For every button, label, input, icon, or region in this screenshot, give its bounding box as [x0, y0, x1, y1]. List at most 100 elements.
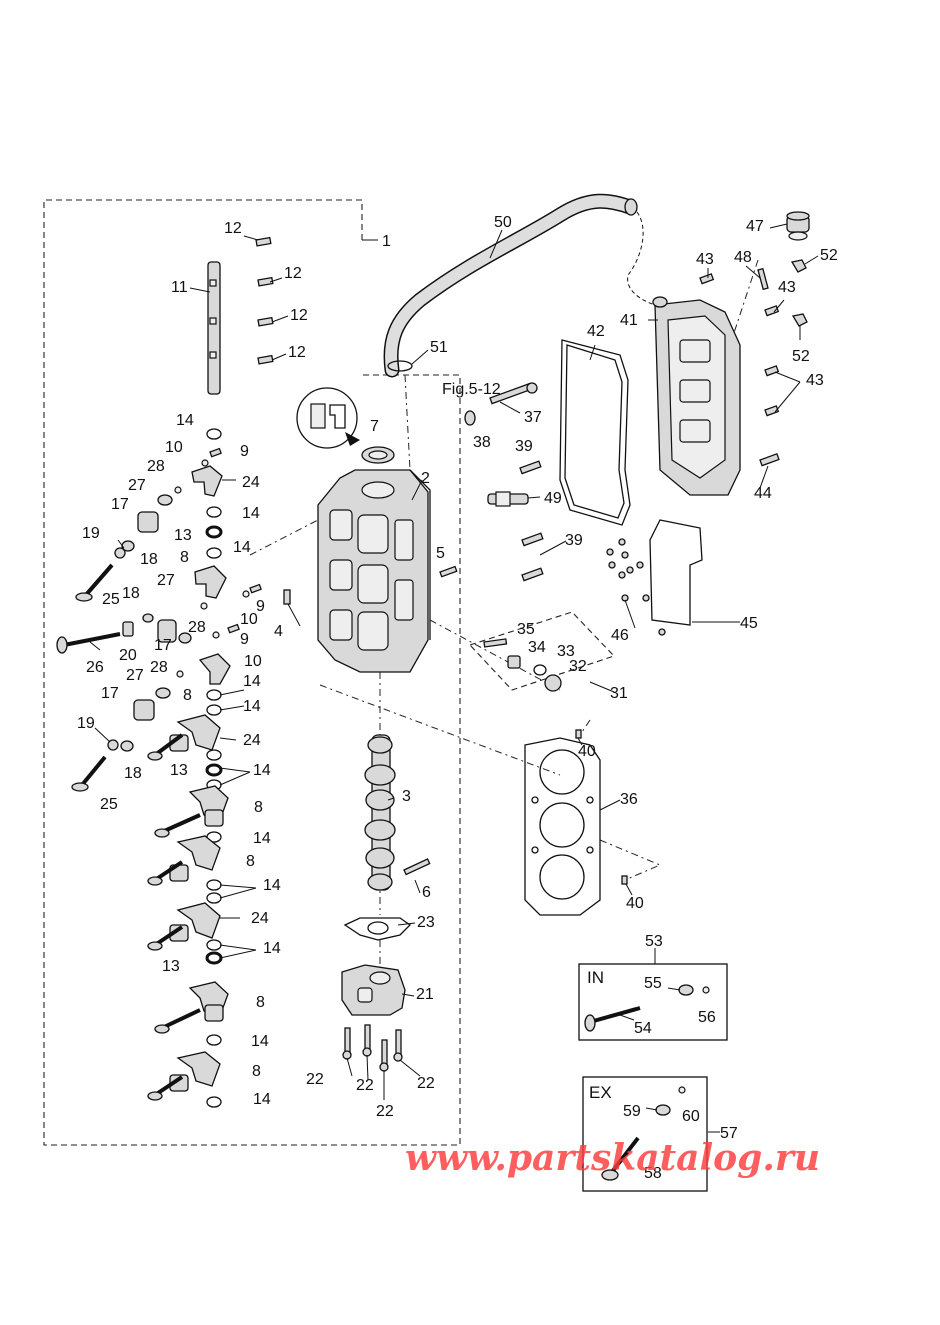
callout-c14k: 14	[253, 1091, 271, 1108]
callout-c43c: 43	[806, 372, 824, 389]
callout-c8d: 8	[246, 853, 255, 870]
cylinder-head-assembly-boundary	[43, 199, 461, 1146]
callout-c10b: 10	[240, 611, 258, 628]
callout-c37: 37	[524, 409, 542, 426]
oil-pump-gasket	[343, 917, 412, 941]
callout-c11: 11	[171, 279, 188, 296]
callout-c4: 4	[274, 623, 283, 640]
callout-c18b: 18	[122, 585, 140, 602]
callout-c14i: 14	[263, 940, 281, 957]
callout-c28a: 28	[147, 458, 165, 475]
callout-c14d: 14	[243, 673, 261, 690]
callout-c18a: 18	[140, 551, 158, 568]
callout-c24b: 24	[243, 732, 261, 749]
small-screws	[606, 538, 666, 636]
callout-c53: 53	[645, 933, 663, 950]
callout-c8f: 8	[252, 1063, 261, 1080]
callout-c50: 50	[494, 214, 512, 231]
callout-c14g: 14	[253, 830, 271, 847]
callout-c20: 20	[119, 647, 137, 664]
callout-c49: 49	[544, 490, 562, 507]
callout-c48: 48	[734, 249, 752, 266]
callout-c59: 59	[623, 1103, 641, 1120]
callout-c8c: 8	[254, 799, 263, 816]
callout-c47: 47	[746, 218, 764, 235]
callout-c8e: 8	[256, 994, 265, 1011]
callout-c25b: 25	[100, 796, 118, 813]
callout-c17a: 17	[111, 496, 129, 513]
callout-c22d: 22	[417, 1075, 435, 1092]
hose-clamp	[387, 360, 413, 372]
callout-c56: 56	[698, 1009, 716, 1026]
watermark: www.partskatalog.ru	[405, 1137, 820, 1179]
callout-c7: 7	[370, 418, 379, 435]
callout-c44: 44	[754, 485, 772, 502]
callout-c28b: 28	[188, 619, 206, 636]
callout-c52b: 52	[792, 348, 810, 365]
callout-c10a: 10	[165, 439, 183, 456]
callout-c14j: 14	[251, 1033, 269, 1050]
callout-c28c: 28	[150, 659, 168, 676]
callout-c34: 34	[528, 639, 546, 656]
callout-c14b: 14	[242, 505, 260, 522]
thermostat-group-box	[469, 611, 615, 691]
callout-c51: 51	[430, 339, 448, 356]
cylinder-head-cover	[652, 296, 741, 496]
callout-c19b: 19	[77, 715, 95, 732]
callout-c22c: 22	[376, 1103, 394, 1120]
callout-c35: 35	[517, 621, 535, 638]
camshaft	[364, 734, 396, 891]
callout-c9b: 9	[256, 598, 265, 615]
callout-c52a: 52	[820, 247, 838, 264]
callout-c14c: 14	[233, 539, 251, 556]
callout-c33: 33	[557, 643, 575, 660]
callout-c12a: 12	[224, 220, 242, 237]
callout-c13a: 13	[174, 527, 192, 544]
callout-c9c: 9	[240, 631, 249, 648]
callout-c13b: 13	[170, 762, 188, 779]
callout-c36: 36	[620, 791, 638, 808]
oil-filler-cap	[786, 211, 810, 241]
callout-c12b: 12	[284, 265, 302, 282]
callout-c42: 42	[587, 323, 605, 340]
callout-c39b: 39	[565, 532, 583, 549]
callout-c57: 57	[720, 1125, 738, 1142]
callout-c17c: 17	[101, 685, 119, 702]
callout-c12d: 12	[288, 344, 306, 361]
callout-c43a: 43	[696, 251, 714, 268]
callout-c23: 23	[417, 914, 435, 931]
callout-c21: 21	[416, 986, 434, 1003]
washer-38	[464, 410, 476, 426]
callout-c25a: 25	[102, 591, 120, 608]
callout-c6: 6	[422, 884, 431, 901]
callout-c46: 46	[611, 627, 629, 644]
callout-c43b: 43	[778, 279, 796, 296]
exhaust-valve-inset	[582, 1076, 708, 1192]
chain-guide	[207, 261, 221, 395]
callout-c14f: 14	[253, 762, 271, 779]
spark-plug	[487, 491, 529, 507]
callout-c39a: 39	[515, 438, 533, 455]
intake-valve-inset	[578, 963, 728, 1041]
exhaust-inset-title: EX	[589, 1083, 612, 1102]
callout-c60: 60	[682, 1108, 700, 1125]
callout-c32: 32	[569, 658, 587, 675]
callout-c40a: 40	[578, 743, 596, 760]
callout-c31: 31	[610, 685, 628, 702]
callout-c24c: 24	[251, 910, 269, 927]
callout-c5: 5	[436, 545, 445, 562]
callout-c10c: 10	[244, 653, 262, 670]
callout-c8b: 8	[183, 687, 192, 704]
callout-c14a: 14	[176, 412, 194, 429]
callout-c26: 26	[86, 659, 104, 676]
callout-labels: 1234567888888999101010111212121213131314…	[77, 214, 838, 1182]
valve-train-parts	[56, 428, 458, 1108]
callout-c27b: 27	[157, 572, 175, 589]
figure-reference: Fig.5-12	[442, 381, 501, 398]
callout-c22b: 22	[356, 1077, 374, 1094]
callout-c12c: 12	[290, 307, 308, 324]
seal-detail-inset	[296, 387, 358, 449]
callout-c3: 3	[402, 788, 411, 805]
